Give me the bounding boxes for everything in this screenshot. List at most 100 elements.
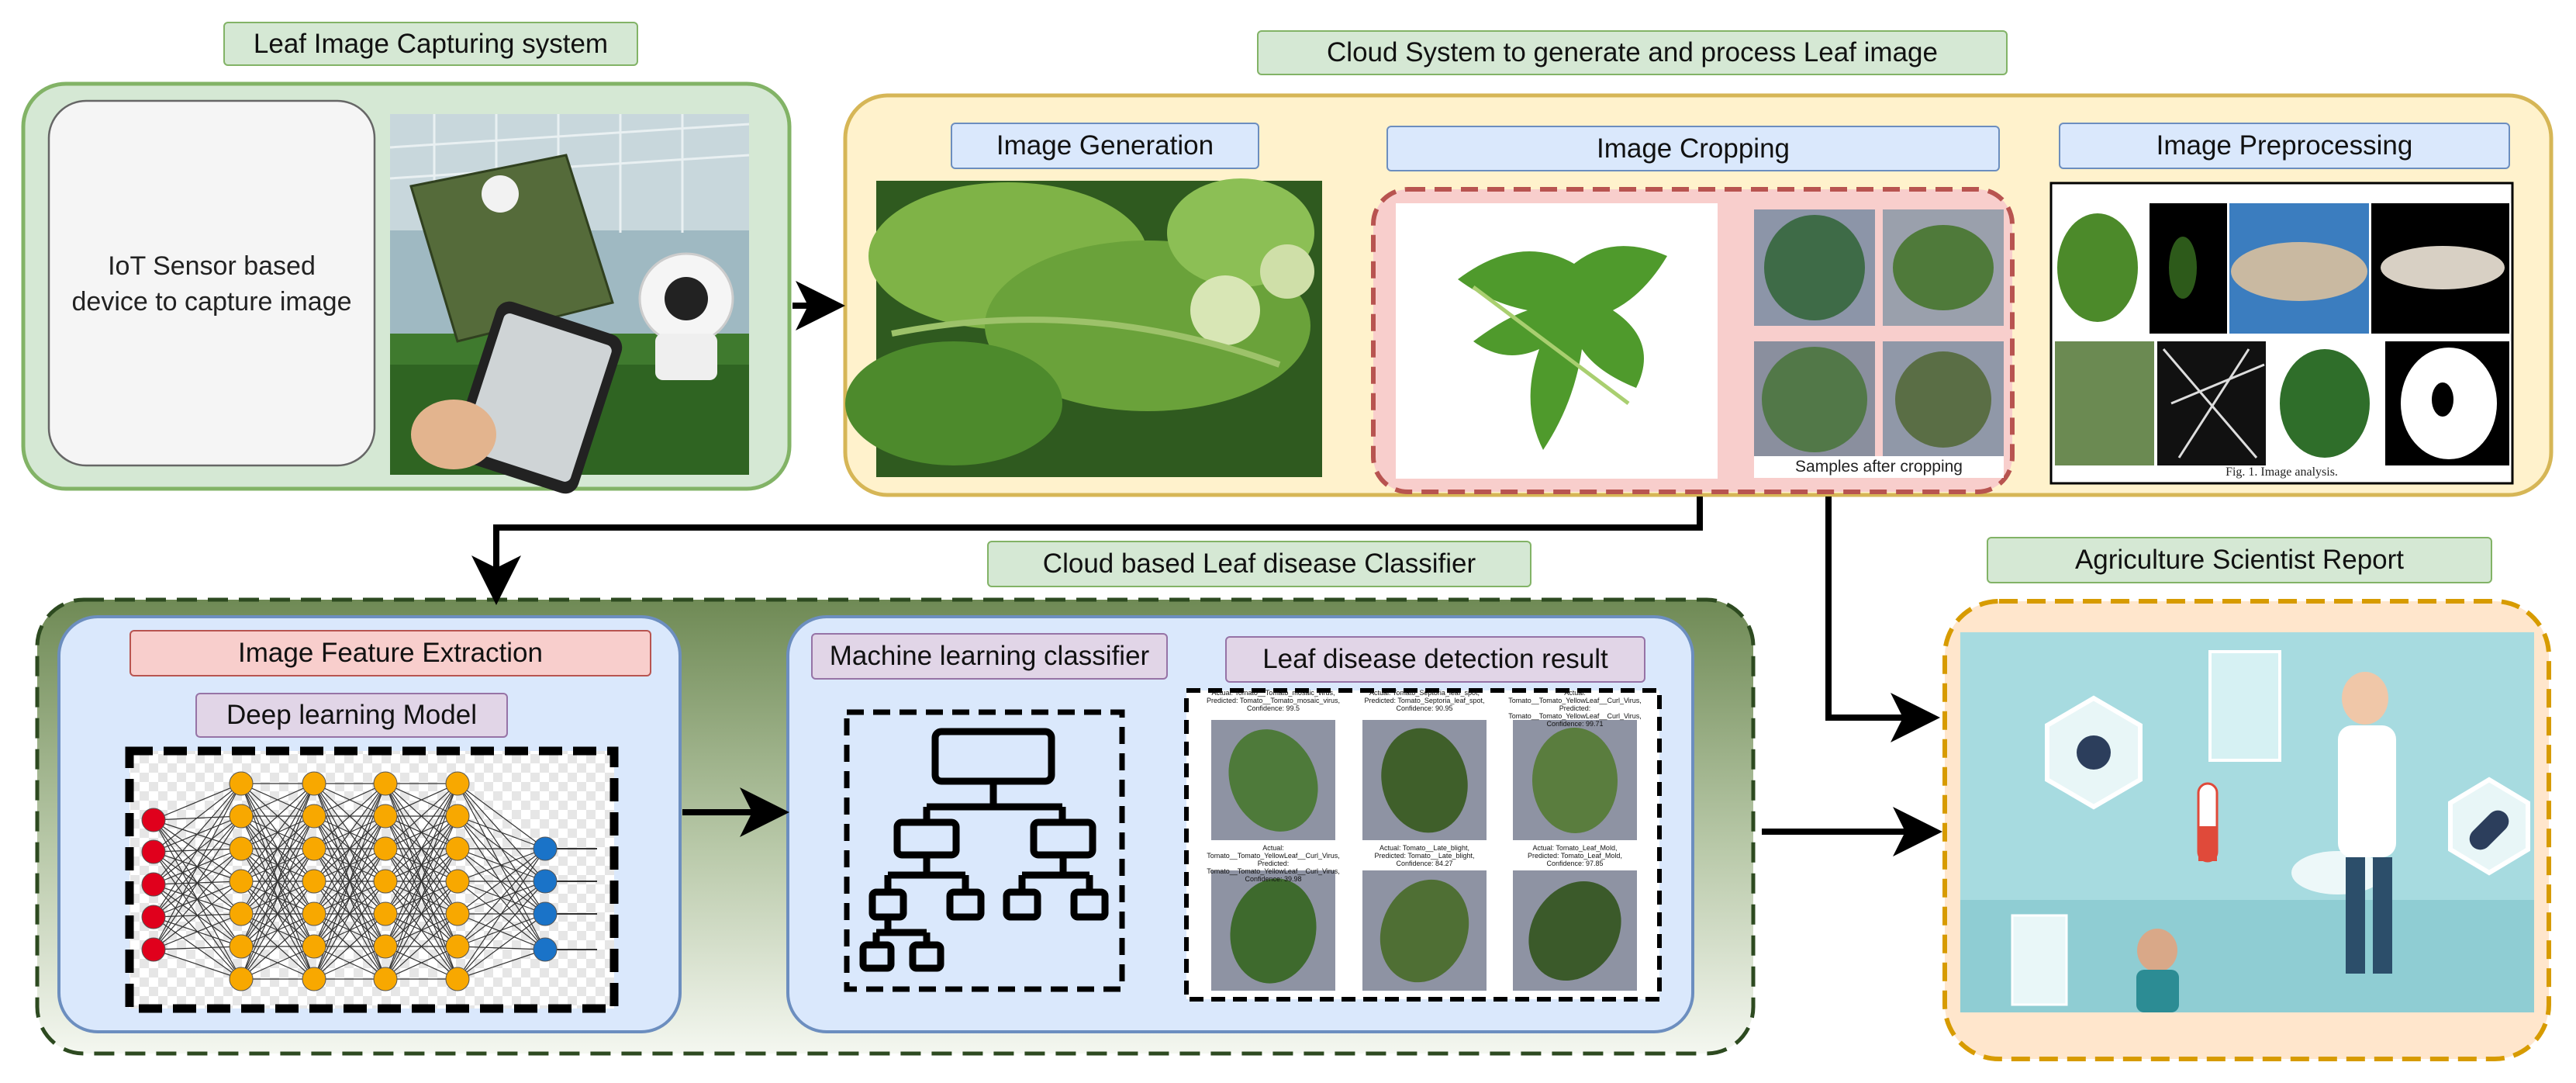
iot-device-text-line1: IoT Sensor based (108, 251, 316, 281)
nn-edge (457, 913, 546, 950)
nn-edge (240, 913, 315, 980)
image-generation-photo (845, 178, 1322, 477)
nn-edge (240, 848, 315, 980)
scientist-illustration (1960, 632, 2534, 1012)
nn-node (373, 836, 398, 861)
label-image-feature-extraction: Image Feature Extraction (129, 630, 651, 676)
nn-edge (457, 881, 546, 950)
result-label-line: Actual: Tomato_Leaf_Mold, (1532, 844, 1618, 852)
result-leaf (1230, 878, 1317, 984)
nn-node (373, 967, 398, 991)
nn-node (533, 836, 558, 861)
result-label-line: Predicted: Tomato__Tomato_YellowLeaf__Cu… (1508, 704, 1642, 720)
result-leaf (1380, 879, 1469, 983)
nn-node (229, 804, 254, 829)
label-image-generation: Image Generation (951, 123, 1259, 169)
nn-node (229, 967, 254, 991)
detection-result-images (1211, 720, 1637, 991)
nn-node (533, 869, 558, 894)
nn-node (229, 934, 254, 959)
nn-node (373, 804, 398, 829)
nn-edge (457, 815, 546, 849)
nn-edge (313, 783, 386, 947)
nn-node (229, 771, 254, 796)
nn-edge (153, 949, 242, 980)
nn-edge (457, 783, 546, 849)
label-cloud-system: Cloud System to generate and process Lea… (1257, 30, 2008, 75)
nn-node (533, 901, 558, 926)
nn-edge (313, 783, 386, 915)
result-label-line: Actual: Tomato__Tomato_YellowLeaf__Curl_… (1508, 689, 1642, 704)
decision-tree-icon (859, 728, 1109, 972)
nn-node (141, 808, 166, 832)
nn-edge (240, 783, 315, 980)
nn-node (445, 901, 470, 926)
nn-edge (240, 815, 315, 980)
label-cloud-classifier: Cloud based Leaf disease Classifier (987, 541, 1531, 587)
nn-node (229, 836, 254, 861)
iot-device-text-line2: device to capture image (71, 287, 352, 317)
nn-edge (313, 881, 386, 980)
nn-edge (457, 949, 546, 980)
nn-edge (240, 783, 315, 882)
result-label-line: Confidence: 39.98 (1245, 875, 1302, 883)
nn-node (141, 872, 166, 897)
nn-node (302, 771, 326, 796)
nn-node (373, 869, 398, 894)
result-label: Actual: Tomato__Tomato_YellowLeaf__Curl_… (1197, 844, 1349, 883)
nn-node (302, 804, 326, 829)
result-label-line: Actual: Tomato__Late_blight, (1380, 844, 1469, 852)
result-label-line: Actual: Tomato__Tomato_YellowLeaf__Curl_… (1207, 844, 1340, 860)
nn-edge (240, 783, 315, 849)
nn-edge (385, 783, 458, 817)
nn-edge (240, 783, 315, 817)
result-label-line: Predicted: Tomato__Tomato_YellowLeaf__Cu… (1207, 860, 1340, 875)
nn-edge (457, 848, 546, 947)
nn-edge (240, 783, 315, 915)
nn-node (445, 836, 470, 861)
nn-edge (313, 848, 386, 980)
nn-edge (153, 913, 242, 950)
result-label: Actual: Tomato_Leaf_Mold,Predicted: Toma… (1499, 844, 1651, 867)
nn-edge (385, 881, 458, 980)
result-label-line: Actual: Tomato_Septoria_leaf_spot, (1369, 689, 1480, 697)
nn-edge (313, 815, 386, 980)
result-label: Actual: Tomato__Tomato_mosaic_virus,Pred… (1197, 689, 1349, 712)
nn-edge (457, 848, 546, 980)
nn-edge (385, 783, 458, 947)
result-label: Actual: Tomato__Late_blight,Predicted: T… (1348, 844, 1500, 867)
cropped-leaf-samples (1754, 209, 2004, 478)
nn-node (445, 771, 470, 796)
result-label: Actual: Tomato__Tomato_YellowLeaf__Curl_… (1499, 689, 1651, 728)
arrow-cloud-to-classifier (471, 497, 1703, 605)
nn-edge (385, 913, 458, 980)
nn-node (445, 869, 470, 894)
nn-node (141, 839, 166, 864)
result-label: Actual: Tomato_Septoria_leaf_spot,Predic… (1348, 689, 1500, 712)
decision-tree-frame (844, 709, 1125, 992)
result-label-line: Confidence: 99.71 (1546, 720, 1604, 728)
result-leaf (1381, 728, 1468, 833)
nn-node (445, 804, 470, 829)
nn-edge (457, 848, 546, 915)
nn-edge (385, 783, 458, 915)
result-leaf (1228, 729, 1318, 832)
cropping-caption: Samples after cropping (1795, 458, 1963, 476)
result-label-line: Predicted: Tomato__Late_blight, (1374, 852, 1475, 860)
cropped-leaf-large (1396, 203, 1718, 479)
nn-edge (313, 783, 386, 817)
result-label-line: Confidence: 99.5 (1246, 704, 1300, 712)
label-image-preprocessing: Image Preprocessing (2059, 123, 2510, 169)
result-label-line: Confidence: 84.27 (1396, 860, 1453, 867)
iot-device-text: IoT Sensor based device to capture image (49, 248, 375, 320)
nn-node (141, 937, 166, 962)
nn-edge (385, 783, 458, 849)
nn-edge (457, 848, 546, 882)
nn-edge (153, 783, 242, 918)
nn-node (373, 901, 398, 926)
nn-edge (153, 946, 242, 950)
nn-edge (457, 815, 546, 950)
preprocessing-caption: Fig. 1. Image analysis. (2226, 465, 2338, 479)
result-label-line: Predicted: Tomato_Septoria_leaf_spot, (1364, 697, 1485, 704)
